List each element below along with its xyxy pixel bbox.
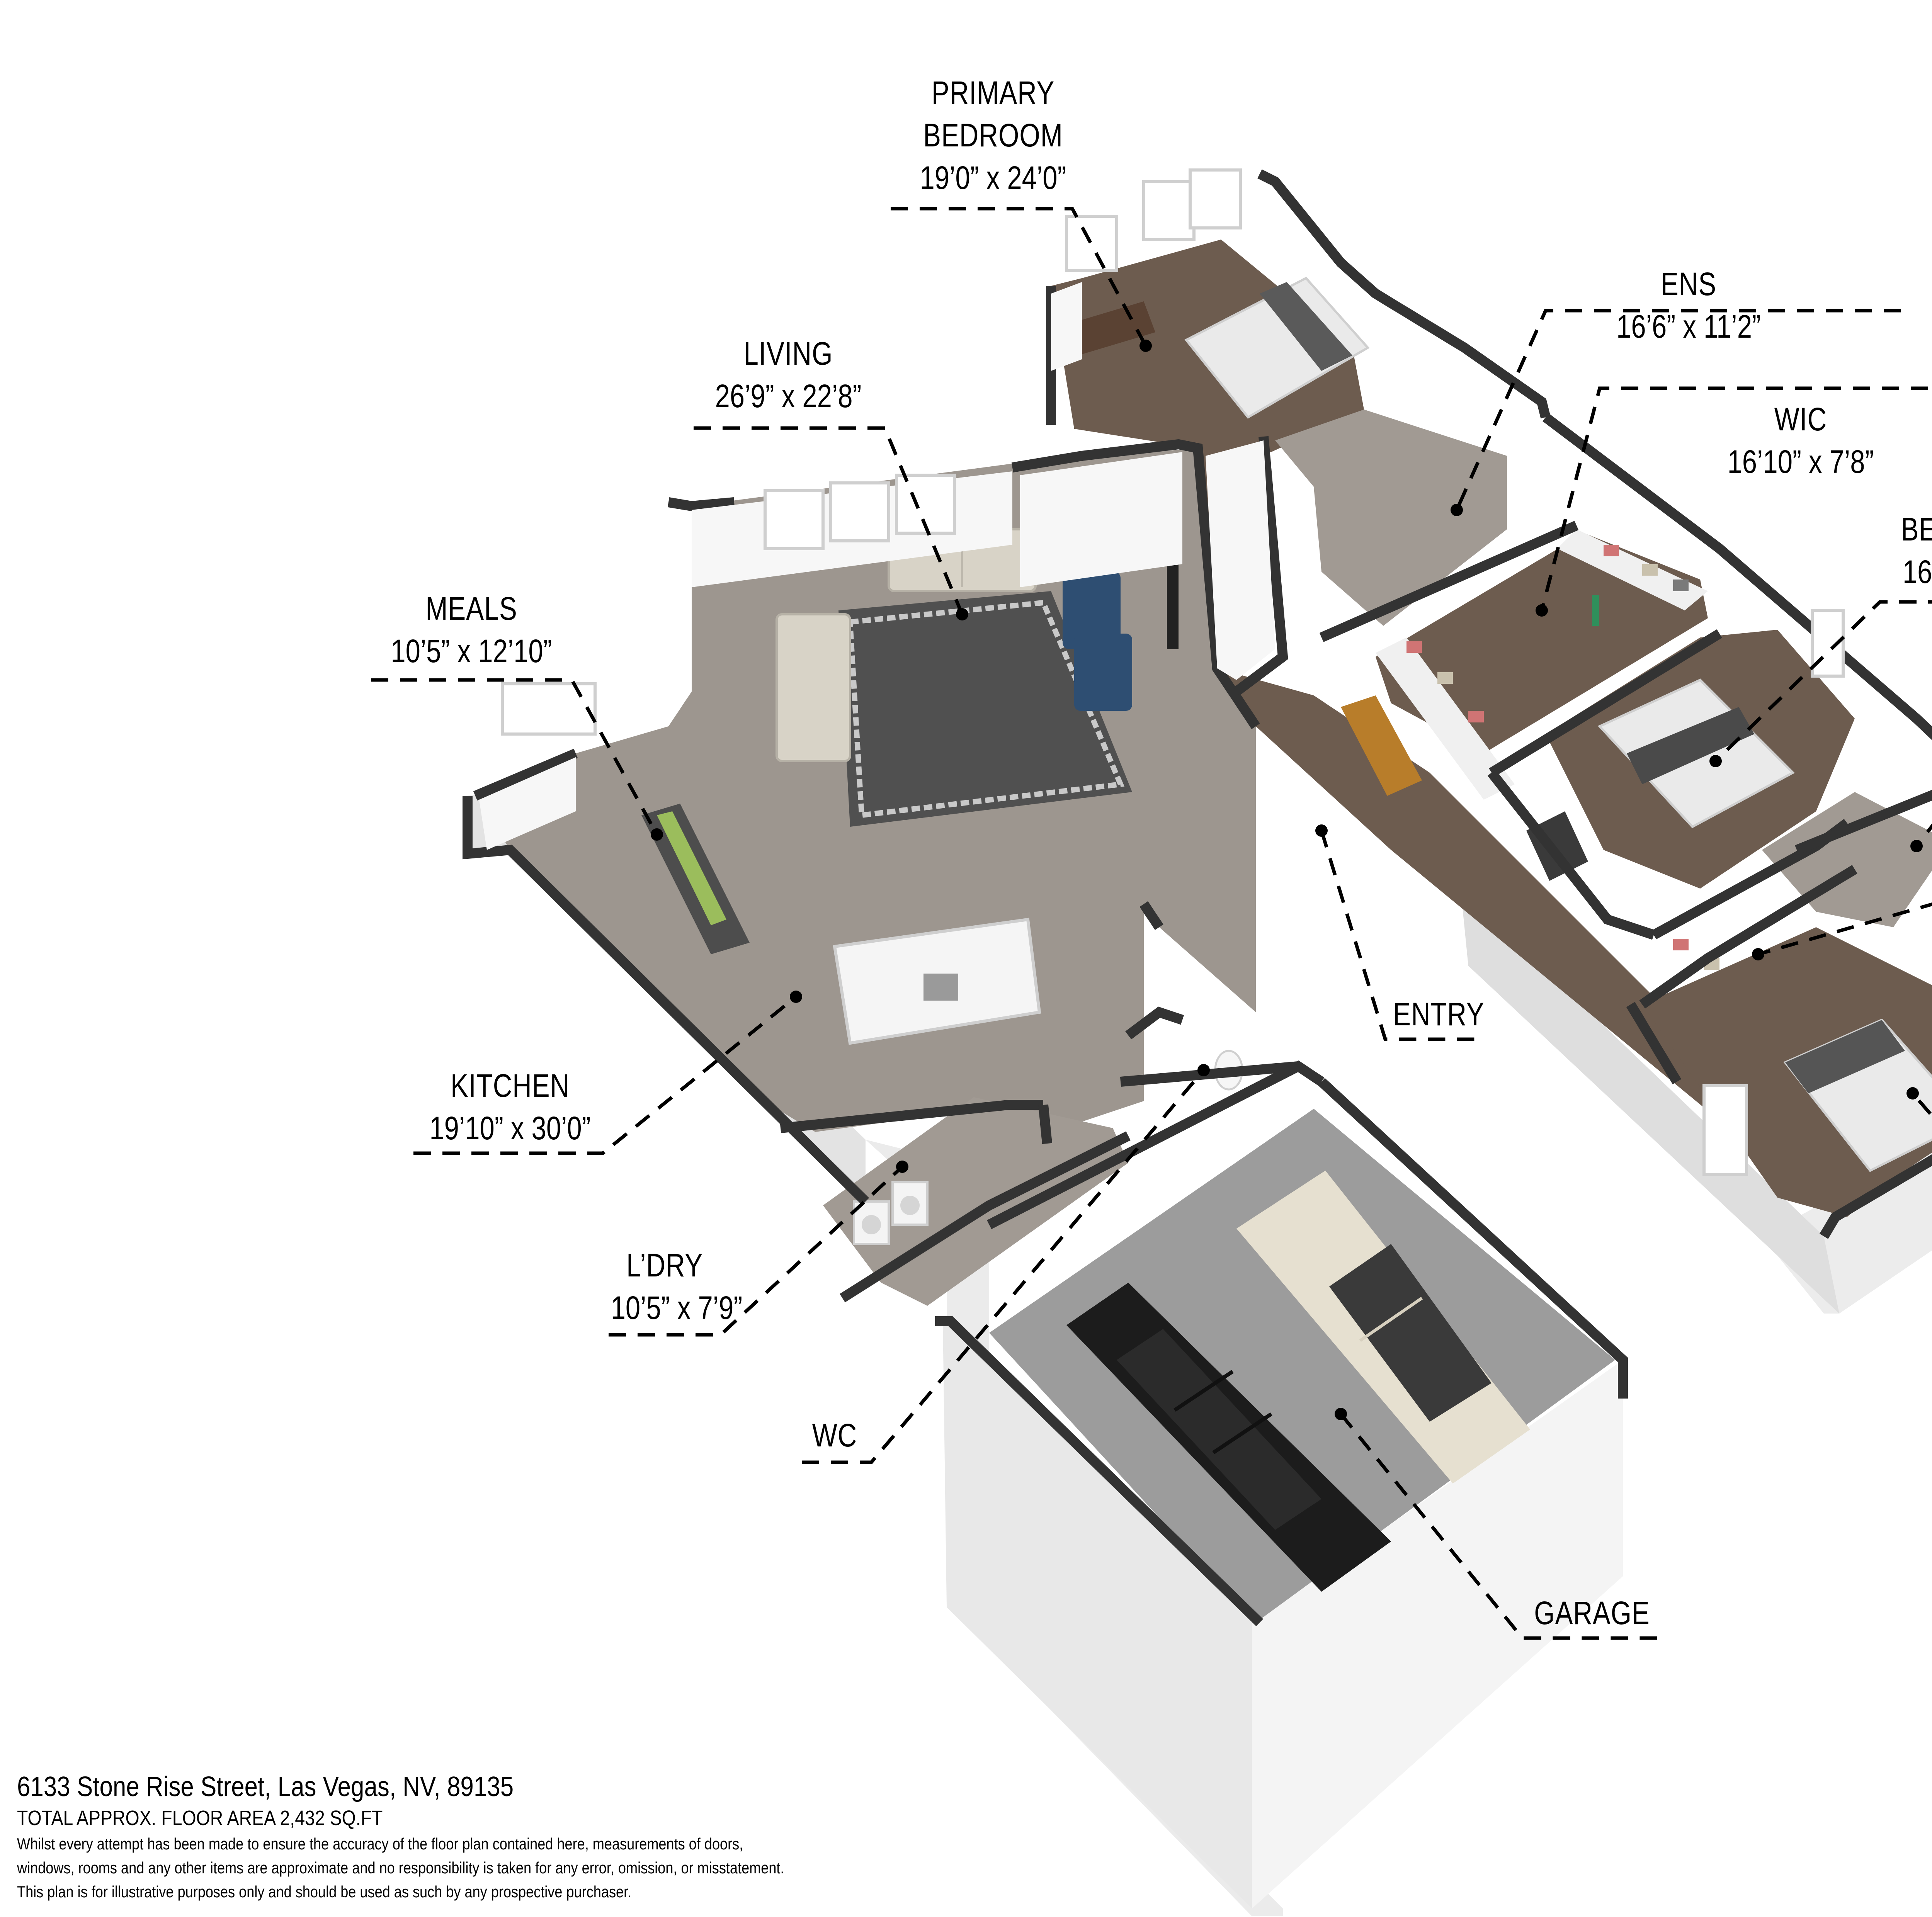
wic-shelving — [1376, 529, 1708, 800]
room-label-wic-primary: WIC 16’10” x 7’8” — [1680, 398, 1921, 483]
total-floor-area: TOTAL APPROX. FLOOR AREA 2,432 SQ.FT — [17, 1807, 383, 1830]
room-name: LIVING — [743, 335, 833, 372]
room-name: WIC — [1774, 401, 1827, 437]
room-name: BEDROOM — [923, 117, 1063, 153]
car-black — [1066, 1283, 1391, 1592]
room-label-laundry: L’DRY 10’5” x 7’9” — [611, 1244, 743, 1329]
room-name: BEDROOM 3 — [1901, 511, 1932, 547]
room-name: KITCHEN — [450, 1067, 570, 1104]
armchair-1 — [1063, 572, 1121, 649]
windows — [501, 168, 1845, 1176]
disclaimer-line-1: Whilst every attempt has been made to en… — [17, 1835, 743, 1853]
car-white — [1236, 1171, 1530, 1484]
leader-lines — [371, 207, 1932, 1640]
dresser — [1341, 695, 1422, 796]
room-label-entry: ENTRY — [1393, 993, 1485, 1035]
room-label-wc: WC — [806, 1414, 863, 1456]
room-label-kitchen: KITCHEN 19’10” x 30’0” — [421, 1064, 599, 1149]
room-dims: 10’5” x 7’9” — [611, 1290, 743, 1326]
room-label-garage: GARAGE — [1532, 1592, 1652, 1634]
room-dims: 26’9” x 22’8” — [715, 378, 862, 414]
room-name: GARAGE — [1534, 1595, 1650, 1631]
sofa-left — [776, 613, 851, 762]
disclaimer-line-2: windows, rooms and any other items are a… — [17, 1859, 784, 1877]
plan-footer: 6133 Stone Rise Street, Las Vegas, NV, 8… — [17, 1769, 784, 1904]
room-name: ENS — [1660, 266, 1717, 302]
room-name: MEALS — [425, 590, 517, 627]
room-dims: 16’10” x 11’0” — [1902, 554, 1932, 590]
room-label-ens-primary: ENS 16’6” x 11’2” — [1559, 263, 1818, 348]
room-name: L’DRY — [626, 1247, 703, 1283]
room-dims: 10’5” x 12’10” — [391, 633, 552, 669]
living-rug — [838, 591, 1132, 827]
room-name: WC — [812, 1417, 857, 1453]
disclaimer-line-3: This plan is for illustrative purposes o… — [17, 1883, 632, 1901]
room-name: ENTRY — [1393, 996, 1485, 1032]
room-dims: 19’0” x 24’0” — [920, 160, 1066, 196]
room-dims: 16’6” x 11’2” — [1616, 308, 1761, 345]
room-dims: 19’10” x 30’0” — [429, 1110, 591, 1146]
armchair-2 — [1074, 634, 1132, 711]
room-label-living: LIVING 26’9” x 22’8” — [699, 332, 877, 417]
room-dims: 16’10” x 7’8” — [1727, 444, 1874, 480]
anchor-dots — [651, 340, 1923, 1420]
sink — [923, 974, 958, 1001]
room-label-primary-bedroom: PRIMARY BEDROOM 19’0” x 24’0” — [892, 71, 1095, 199]
property-address: 6133 Stone Rise Street, Las Vegas, NV, 8… — [17, 1771, 514, 1802]
room-name: PRIMARY — [931, 75, 1055, 111]
room-label-bedroom-3: BEDROOM 3 16’10” x 11’0” — [1887, 508, 1932, 593]
room-label-meals: MEALS 10’5” x 12’10” — [376, 587, 566, 672]
